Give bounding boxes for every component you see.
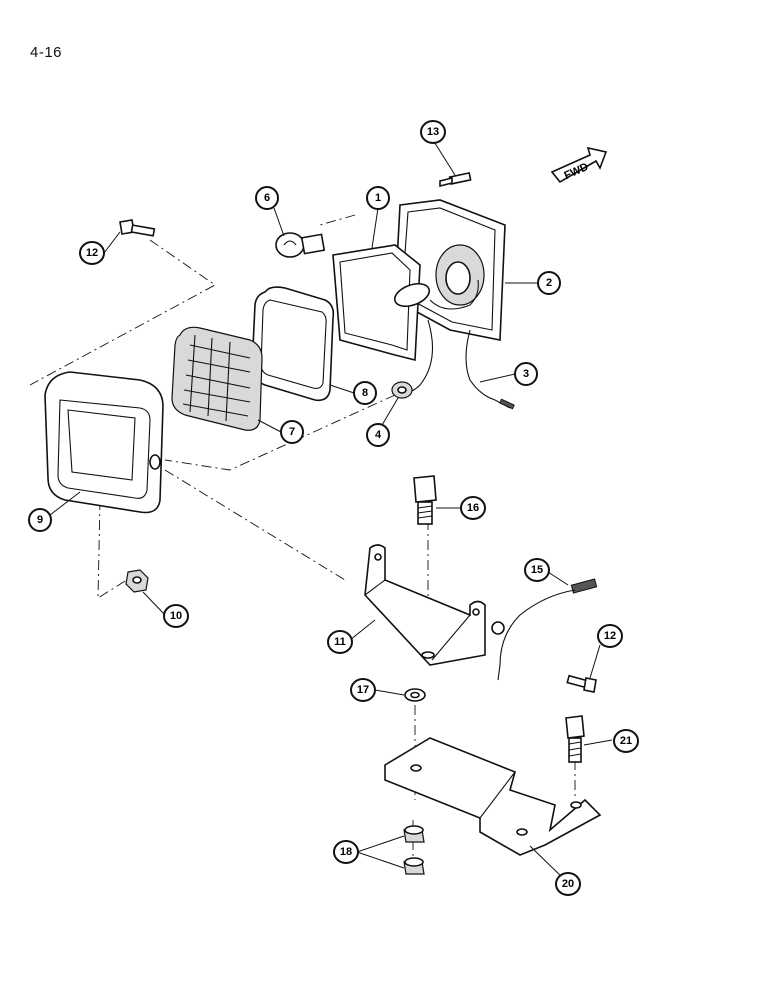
leader-lines	[49, 139, 613, 881]
callout-17: 17	[350, 678, 376, 702]
plate-20-icon	[384, 737, 602, 856]
callout-10: 10	[163, 604, 189, 628]
callout-4: 4	[366, 423, 390, 447]
callout-12-right: 12	[597, 624, 623, 648]
callout-13: 13	[420, 120, 446, 144]
bracket-11-icon	[364, 544, 486, 666]
screw-12-top-icon	[119, 219, 156, 237]
callout-6-label: 6	[264, 192, 270, 204]
nuts-18-icon	[403, 825, 425, 875]
grommet-4-icon	[391, 381, 413, 399]
callout-1-label: 1	[375, 192, 381, 204]
housing-2-icon	[394, 199, 506, 341]
callout-20: 20	[555, 872, 581, 896]
callout-13-label: 13	[427, 126, 439, 138]
gasket-8-icon	[251, 286, 335, 402]
callout-2-label: 2	[546, 277, 552, 289]
callout-11-label: 11	[334, 636, 346, 648]
callout-21: 21	[613, 729, 639, 753]
callout-15: 15	[524, 558, 550, 582]
reflector-1-icon	[332, 244, 431, 362]
callout-7: 7	[280, 420, 304, 444]
callout-16: 16	[460, 496, 486, 520]
callout-16-label: 16	[467, 502, 479, 514]
callout-1: 1	[366, 186, 390, 210]
callout-4-label: 4	[375, 429, 382, 441]
assembly-lines	[29, 214, 576, 860]
callout-21-label: 21	[620, 735, 632, 747]
screw-13-icon	[439, 172, 472, 188]
bezel-9-icon	[44, 371, 164, 514]
callout-11: 11	[327, 630, 353, 654]
callout-15-label: 15	[531, 564, 543, 576]
lens-7-icon	[171, 326, 263, 431]
callout-9: 9	[28, 508, 52, 532]
callout-17-label: 17	[357, 684, 369, 696]
harness-15-icon	[491, 578, 598, 681]
page-number: 4-16	[30, 44, 63, 61]
screw-12-right-icon	[566, 674, 597, 693]
bulb-6-icon	[275, 232, 326, 258]
nut-10-icon	[125, 569, 149, 593]
callout-8-label: 8	[362, 387, 368, 399]
callout-18: 18	[333, 840, 359, 864]
bolt-21-icon	[565, 715, 585, 763]
callout-12-top-label: 12	[86, 247, 98, 259]
forward-arrow-icon: FWD	[550, 146, 608, 184]
washer-17-icon	[404, 688, 426, 702]
callout-20-label: 20	[562, 878, 574, 890]
callout-10-label: 10	[170, 610, 182, 622]
callout-9-label: 9	[37, 514, 43, 526]
callout-18-label: 18	[340, 846, 352, 858]
callout-8: 8	[353, 381, 377, 405]
callout-7-label: 7	[289, 426, 295, 438]
callout-12-top: 12	[79, 241, 105, 265]
bolt-16-icon	[413, 475, 437, 525]
callout-3-label: 3	[523, 368, 529, 380]
callout-6: 6	[255, 186, 279, 210]
callout-2: 2	[537, 271, 561, 295]
callout-12-right-label: 12	[604, 630, 616, 642]
callout-3: 3	[514, 362, 538, 386]
fwd-label: FWD	[562, 161, 590, 182]
